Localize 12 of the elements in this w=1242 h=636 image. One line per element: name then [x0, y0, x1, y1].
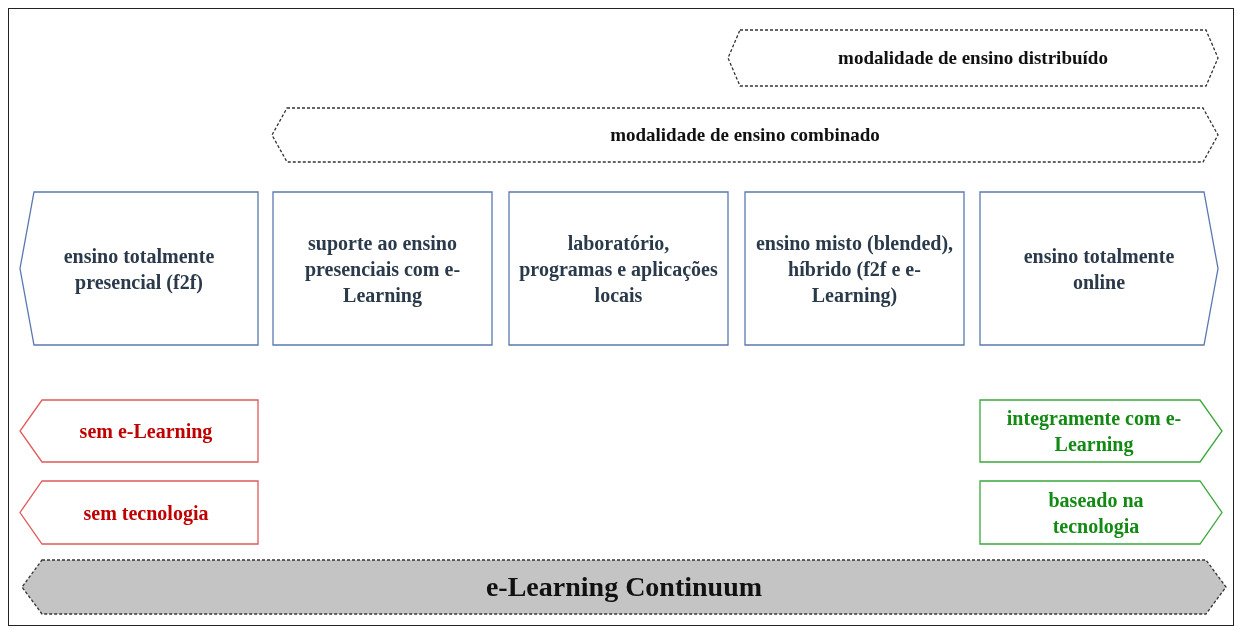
stage-box: ensino totalmente online: [980, 192, 1218, 345]
continuum-band: e-Learning Continuum: [22, 560, 1226, 614]
dashed-banner: modalidade de ensino combinado: [272, 108, 1218, 162]
dashed-banner: modalidade de ensino distribuído: [728, 30, 1218, 86]
stage-box: suporte ao ensino presenciais com e-Learning: [273, 192, 492, 345]
arrow-tag: sem tecnologia: [20, 481, 258, 544]
stage-box: laboratório, programas e aplicações locais: [509, 192, 728, 345]
arrow-tag: integramente com e-Learning: [980, 400, 1222, 462]
stage-box: ensino totalmente presencial (f2f): [20, 192, 258, 345]
arrow-tag: baseado na tecnologia: [980, 481, 1222, 544]
stage-box: ensino misto (blended), híbrido (f2f e e-Learning): [745, 192, 964, 345]
arrow-tag: sem e-Learning: [20, 400, 258, 462]
